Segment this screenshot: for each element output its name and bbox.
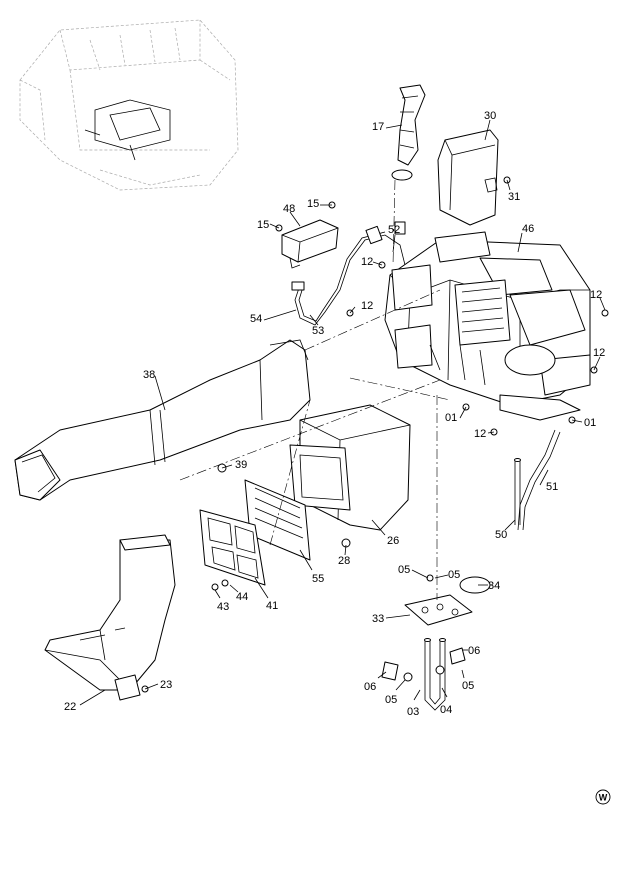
w-logo-letter: W bbox=[599, 793, 608, 803]
label-12a: 12 bbox=[361, 256, 373, 268]
label-12b: 12 bbox=[361, 300, 373, 312]
label-44: 44 bbox=[236, 591, 248, 603]
part-41-filter bbox=[199, 509, 266, 586]
label-05c: 05 bbox=[385, 694, 397, 706]
part-labels: 17 30 31 48 15 15 52 46 12 12 12 12 12 5… bbox=[64, 110, 605, 718]
label-12e: 12 bbox=[474, 428, 486, 440]
label-15a: 15 bbox=[257, 219, 269, 231]
leader-lines bbox=[79, 119, 606, 706]
label-26: 26 bbox=[387, 535, 399, 547]
label-55: 55 bbox=[312, 573, 324, 585]
label-54: 54 bbox=[250, 313, 262, 325]
label-17: 17 bbox=[372, 121, 384, 133]
label-12d: 12 bbox=[593, 347, 605, 359]
part-38-duct bbox=[14, 339, 311, 501]
label-06a: 06 bbox=[468, 645, 480, 657]
label-50: 50 bbox=[495, 529, 507, 541]
label-03: 03 bbox=[407, 706, 419, 718]
part-53-harness bbox=[291, 221, 406, 326]
part-48-controller bbox=[281, 219, 339, 269]
label-15b: 15 bbox=[307, 198, 319, 210]
label-51: 51 bbox=[546, 481, 558, 493]
label-41: 41 bbox=[266, 600, 278, 612]
part-46-heater-unit bbox=[384, 231, 591, 421]
label-52: 52 bbox=[388, 224, 400, 236]
label-34: 34 bbox=[488, 580, 500, 592]
label-12c: 12 bbox=[590, 289, 602, 301]
label-53: 53 bbox=[312, 325, 324, 337]
part-26-case bbox=[289, 404, 411, 531]
part-55-filter bbox=[244, 479, 311, 561]
label-01a: 01 bbox=[445, 412, 457, 424]
label-01b: 01 bbox=[584, 417, 596, 429]
w-logo: W bbox=[595, 789, 611, 805]
part-03-04-pipes bbox=[381, 638, 466, 711]
label-43: 43 bbox=[217, 601, 229, 613]
label-05d: 05 bbox=[462, 680, 474, 692]
alignment-lines bbox=[179, 179, 451, 600]
part-22-floor-duct bbox=[44, 534, 176, 701]
label-46: 46 bbox=[522, 223, 534, 235]
label-05a: 05 bbox=[398, 564, 410, 576]
label-38: 38 bbox=[143, 369, 155, 381]
label-05b: 05 bbox=[448, 569, 460, 581]
label-30: 30 bbox=[484, 110, 496, 122]
part-30-air-guide bbox=[437, 129, 499, 226]
label-06b: 06 bbox=[364, 681, 376, 693]
label-22: 22 bbox=[64, 701, 76, 713]
label-48: 48 bbox=[283, 203, 295, 215]
part-33-bracket bbox=[404, 594, 473, 626]
part-34-cap bbox=[459, 576, 491, 594]
machine-overview-sketch bbox=[19, 19, 239, 191]
label-39: 39 bbox=[235, 459, 247, 471]
label-31: 31 bbox=[508, 191, 520, 203]
part-17-hose bbox=[391, 84, 426, 181]
label-04: 04 bbox=[440, 704, 452, 716]
label-28: 28 bbox=[338, 555, 350, 567]
part-51-pipe bbox=[514, 429, 561, 531]
label-23: 23 bbox=[160, 679, 172, 691]
label-33: 33 bbox=[372, 613, 384, 625]
